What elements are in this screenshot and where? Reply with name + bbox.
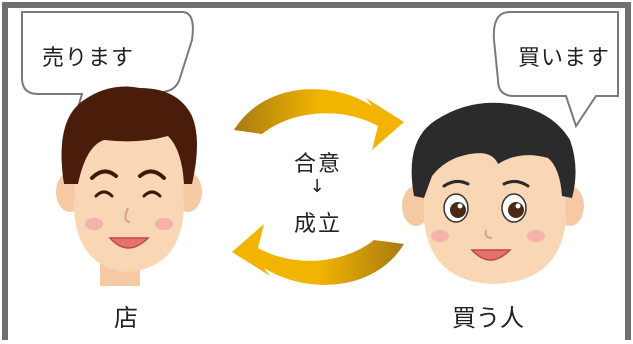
agreement-label: 合意 [293, 152, 342, 177]
buyer-bubble-text: 買います [518, 46, 611, 71]
buyer-avatar [402, 102, 584, 284]
bottom-cycle-arrow [232, 224, 404, 285]
seller-bubble-text: 売ります [42, 46, 135, 71]
contract-label: 成立 [293, 212, 342, 237]
seller-name-label: 店 [114, 304, 138, 332]
seller-speech-bubble [21, 11, 194, 125]
top-cycle-arrow [234, 89, 404, 150]
down-arrow-label: ↓ [309, 176, 327, 197]
buyer-name-label: 買う人 [452, 304, 524, 332]
seller-avatar [56, 86, 202, 286]
buyer-speech-bubble [492, 11, 619, 129]
